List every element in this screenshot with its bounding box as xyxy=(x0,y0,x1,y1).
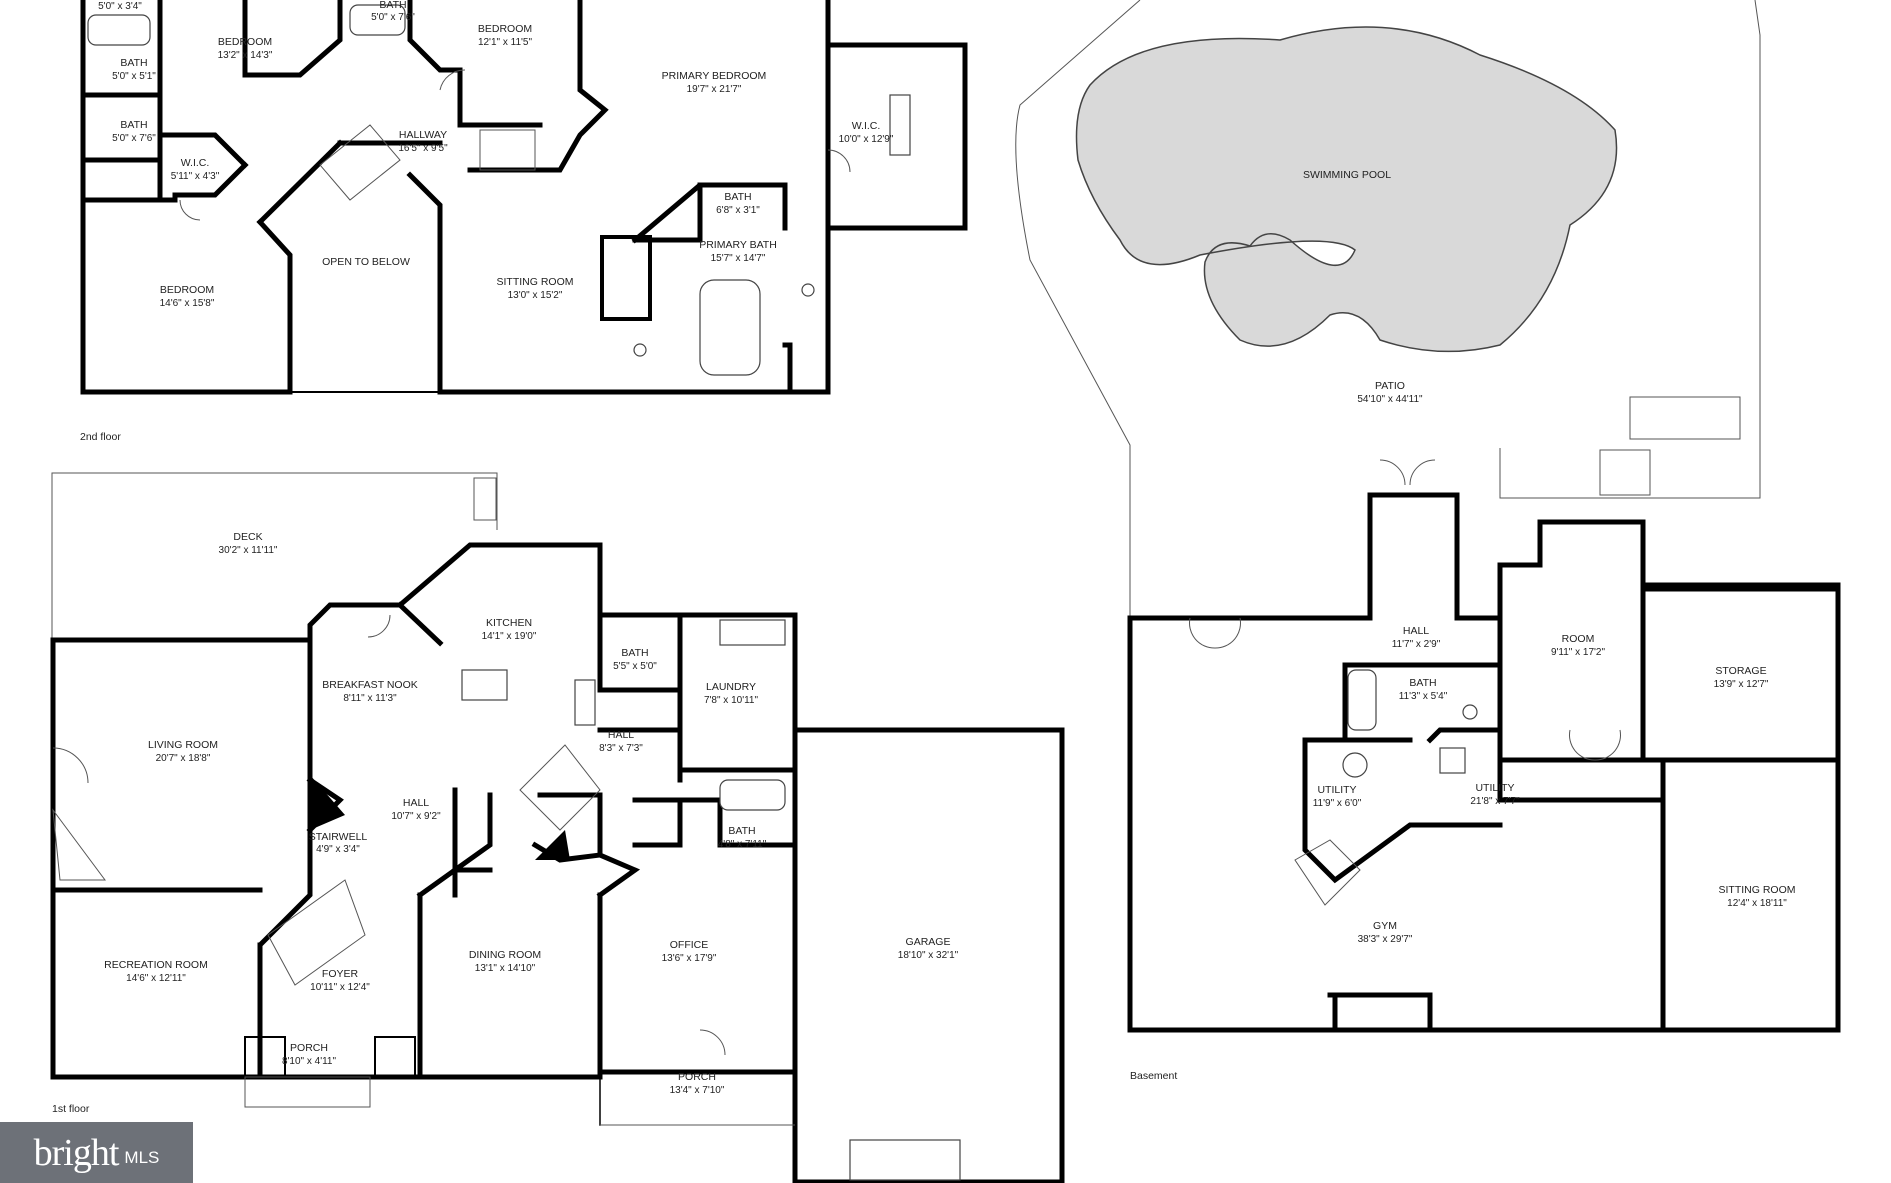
first-floor-plan xyxy=(50,472,1065,1183)
room-name: BATH xyxy=(1409,677,1436,689)
room-dims: 5'5" x 5'0" xyxy=(613,661,657,672)
room-dims: 18'10" x 32'1" xyxy=(898,950,959,961)
room-name: LAUNDRY xyxy=(706,681,756,693)
room-name: PATIO xyxy=(1375,380,1405,392)
watermark-suffix: MLS xyxy=(124,1147,160,1167)
room-name: W.I.C. xyxy=(852,120,881,132)
room-name: BREAKFAST NOOK xyxy=(322,679,418,691)
room-dims: 54'10" x 44'11" xyxy=(1357,394,1423,405)
basement-plan xyxy=(1015,0,1841,1033)
room-name: RECREATION ROOM xyxy=(104,959,208,971)
room-dims: 5'0" x 7'6" xyxy=(371,12,415,23)
room-name: W.I.C. xyxy=(181,157,210,169)
room-dims: 4'9" x 3'4" xyxy=(316,844,360,855)
room-name: BATH xyxy=(120,57,147,69)
second-floor-plan xyxy=(80,0,968,395)
room-name: STORAGE xyxy=(1715,665,1766,677)
room-name: FOYER xyxy=(322,968,359,980)
room-dims: 9'11" x 17'2" xyxy=(1551,647,1606,658)
room-name: HALL xyxy=(403,797,429,809)
basement-labels: SWIMMING POOL PATIO 54'10" x 44'11" HALL… xyxy=(1130,169,1796,1082)
room-name: BATH xyxy=(379,0,406,11)
room-dims: 13'1" x 14'10" xyxy=(475,963,536,974)
room-name: OPEN TO BELOW xyxy=(322,256,410,268)
room-dims: 13'9" x 12'7" xyxy=(1714,679,1769,690)
room-dims: 13'2" x 14'3" xyxy=(218,50,273,61)
first-floor-labels: DECK 30'2" x 11'11" KITCHEN 14'1" x 19'0… xyxy=(52,531,959,1115)
room-name: PORCH xyxy=(678,1071,716,1083)
second-floor-labels: BEDROOM 13'2" x 14'3" BEDROOM 12'1" x 11… xyxy=(80,0,894,443)
room-dims: 5'0" x 3'4" xyxy=(98,1,142,12)
room-name: PRIMARY BEDROOM xyxy=(662,70,767,82)
watermark-brand: bright xyxy=(33,1131,120,1174)
room-dims: 11'7" x 2'9" xyxy=(1392,639,1441,650)
room-name: HALL xyxy=(608,729,634,741)
room-dims: 5'11" x 4'3" xyxy=(171,171,220,182)
bright-mls-watermark: bright MLS xyxy=(0,1122,193,1183)
room-dims: 14'1" x 19'0" xyxy=(482,631,537,642)
room-dims: 8'11" x 11'3" xyxy=(343,693,397,704)
room-dims: 19'7" x 21'7" xyxy=(687,84,742,95)
room-name: BEDROOM xyxy=(218,36,272,48)
room-name: LIVING ROOM xyxy=(148,739,218,751)
room-dims: 14'6" x 12'11" xyxy=(126,973,186,984)
room-name: GARAGE xyxy=(906,936,951,948)
room-dims: 8'3" x 7'3" xyxy=(599,743,643,754)
room-dims: 5'0" x 7'6" xyxy=(112,133,156,144)
room-name: STAIRWELL xyxy=(309,831,368,843)
room-dims: 13'6" x 17'9" xyxy=(662,953,717,964)
room-dims: 16'5" x 9'5" xyxy=(398,143,448,154)
room-dims: 38'3" x 29'7" xyxy=(1358,934,1413,945)
room-name: BATH xyxy=(621,647,648,659)
room-dims: 13'0" x 15'2" xyxy=(508,290,563,301)
floor-label-second: 2nd floor xyxy=(80,431,121,443)
room-dims: 11'3" x 5'4" xyxy=(1399,691,1448,702)
room-dims: 21'8" x 7'7" xyxy=(1470,796,1520,807)
room-dims: 20'7" x 18'8" xyxy=(156,753,211,764)
room-name: SITTING ROOM xyxy=(1719,884,1796,896)
room-dims: 11'9" x 6'0" xyxy=(1313,798,1362,809)
room-dims: 13'4" x 7'10" xyxy=(670,1085,725,1096)
room-name: SITTING ROOM xyxy=(497,276,574,288)
room-name: SWIMMING POOL xyxy=(1303,169,1391,181)
room-name: BATH xyxy=(728,825,755,837)
room-name: DECK xyxy=(233,531,262,543)
room-dims: 12'1" x 11'5" xyxy=(478,37,533,48)
room-dims: 14'6" x 15'8" xyxy=(160,298,215,309)
room-name: BEDROOM xyxy=(478,23,532,35)
room-dims: 10'7" x 9'2" xyxy=(391,811,441,822)
room-dims: 6'8" x 3'1" xyxy=(716,205,760,216)
room-name: HALLWAY xyxy=(399,129,447,141)
room-dims: 8'10" x 4'11" xyxy=(282,1056,337,1067)
room-dims: 7'8" x 10'11" xyxy=(704,695,759,706)
room-name: BEDROOM xyxy=(160,284,214,296)
room-dims: 15'7" x 14'7" xyxy=(711,253,766,264)
room-dims: 10'11" x 12'4" xyxy=(310,982,370,993)
room-name: OFFICE xyxy=(670,939,709,951)
room-dims: 30'2" x 11'11" xyxy=(219,545,278,556)
room-name: ROOM xyxy=(1562,633,1595,645)
room-name: PRIMARY BATH xyxy=(699,239,777,251)
room-name: HALL xyxy=(1403,625,1429,637)
floor-label-basement: Basement xyxy=(1130,1070,1177,1082)
room-name: GYM xyxy=(1373,920,1397,932)
room-name: UTILITY xyxy=(1317,784,1356,796)
floor-label-first: 1st floor xyxy=(52,1103,90,1115)
room-name: KITCHEN xyxy=(486,617,532,629)
room-dims: 10'0" x 12'9" xyxy=(839,134,894,145)
room-name: BATH xyxy=(120,119,147,131)
room-dims: 5'0" x 5'1" xyxy=(112,71,156,82)
room-name: BATH xyxy=(724,191,751,203)
room-name: UTILITY xyxy=(1475,782,1514,794)
room-name: PORCH xyxy=(290,1042,328,1054)
room-dims: 4'8" x 7'11" xyxy=(718,839,767,850)
room-dims: 12'4" x 18'11" xyxy=(1727,898,1787,909)
room-name: DINING ROOM xyxy=(469,949,541,961)
